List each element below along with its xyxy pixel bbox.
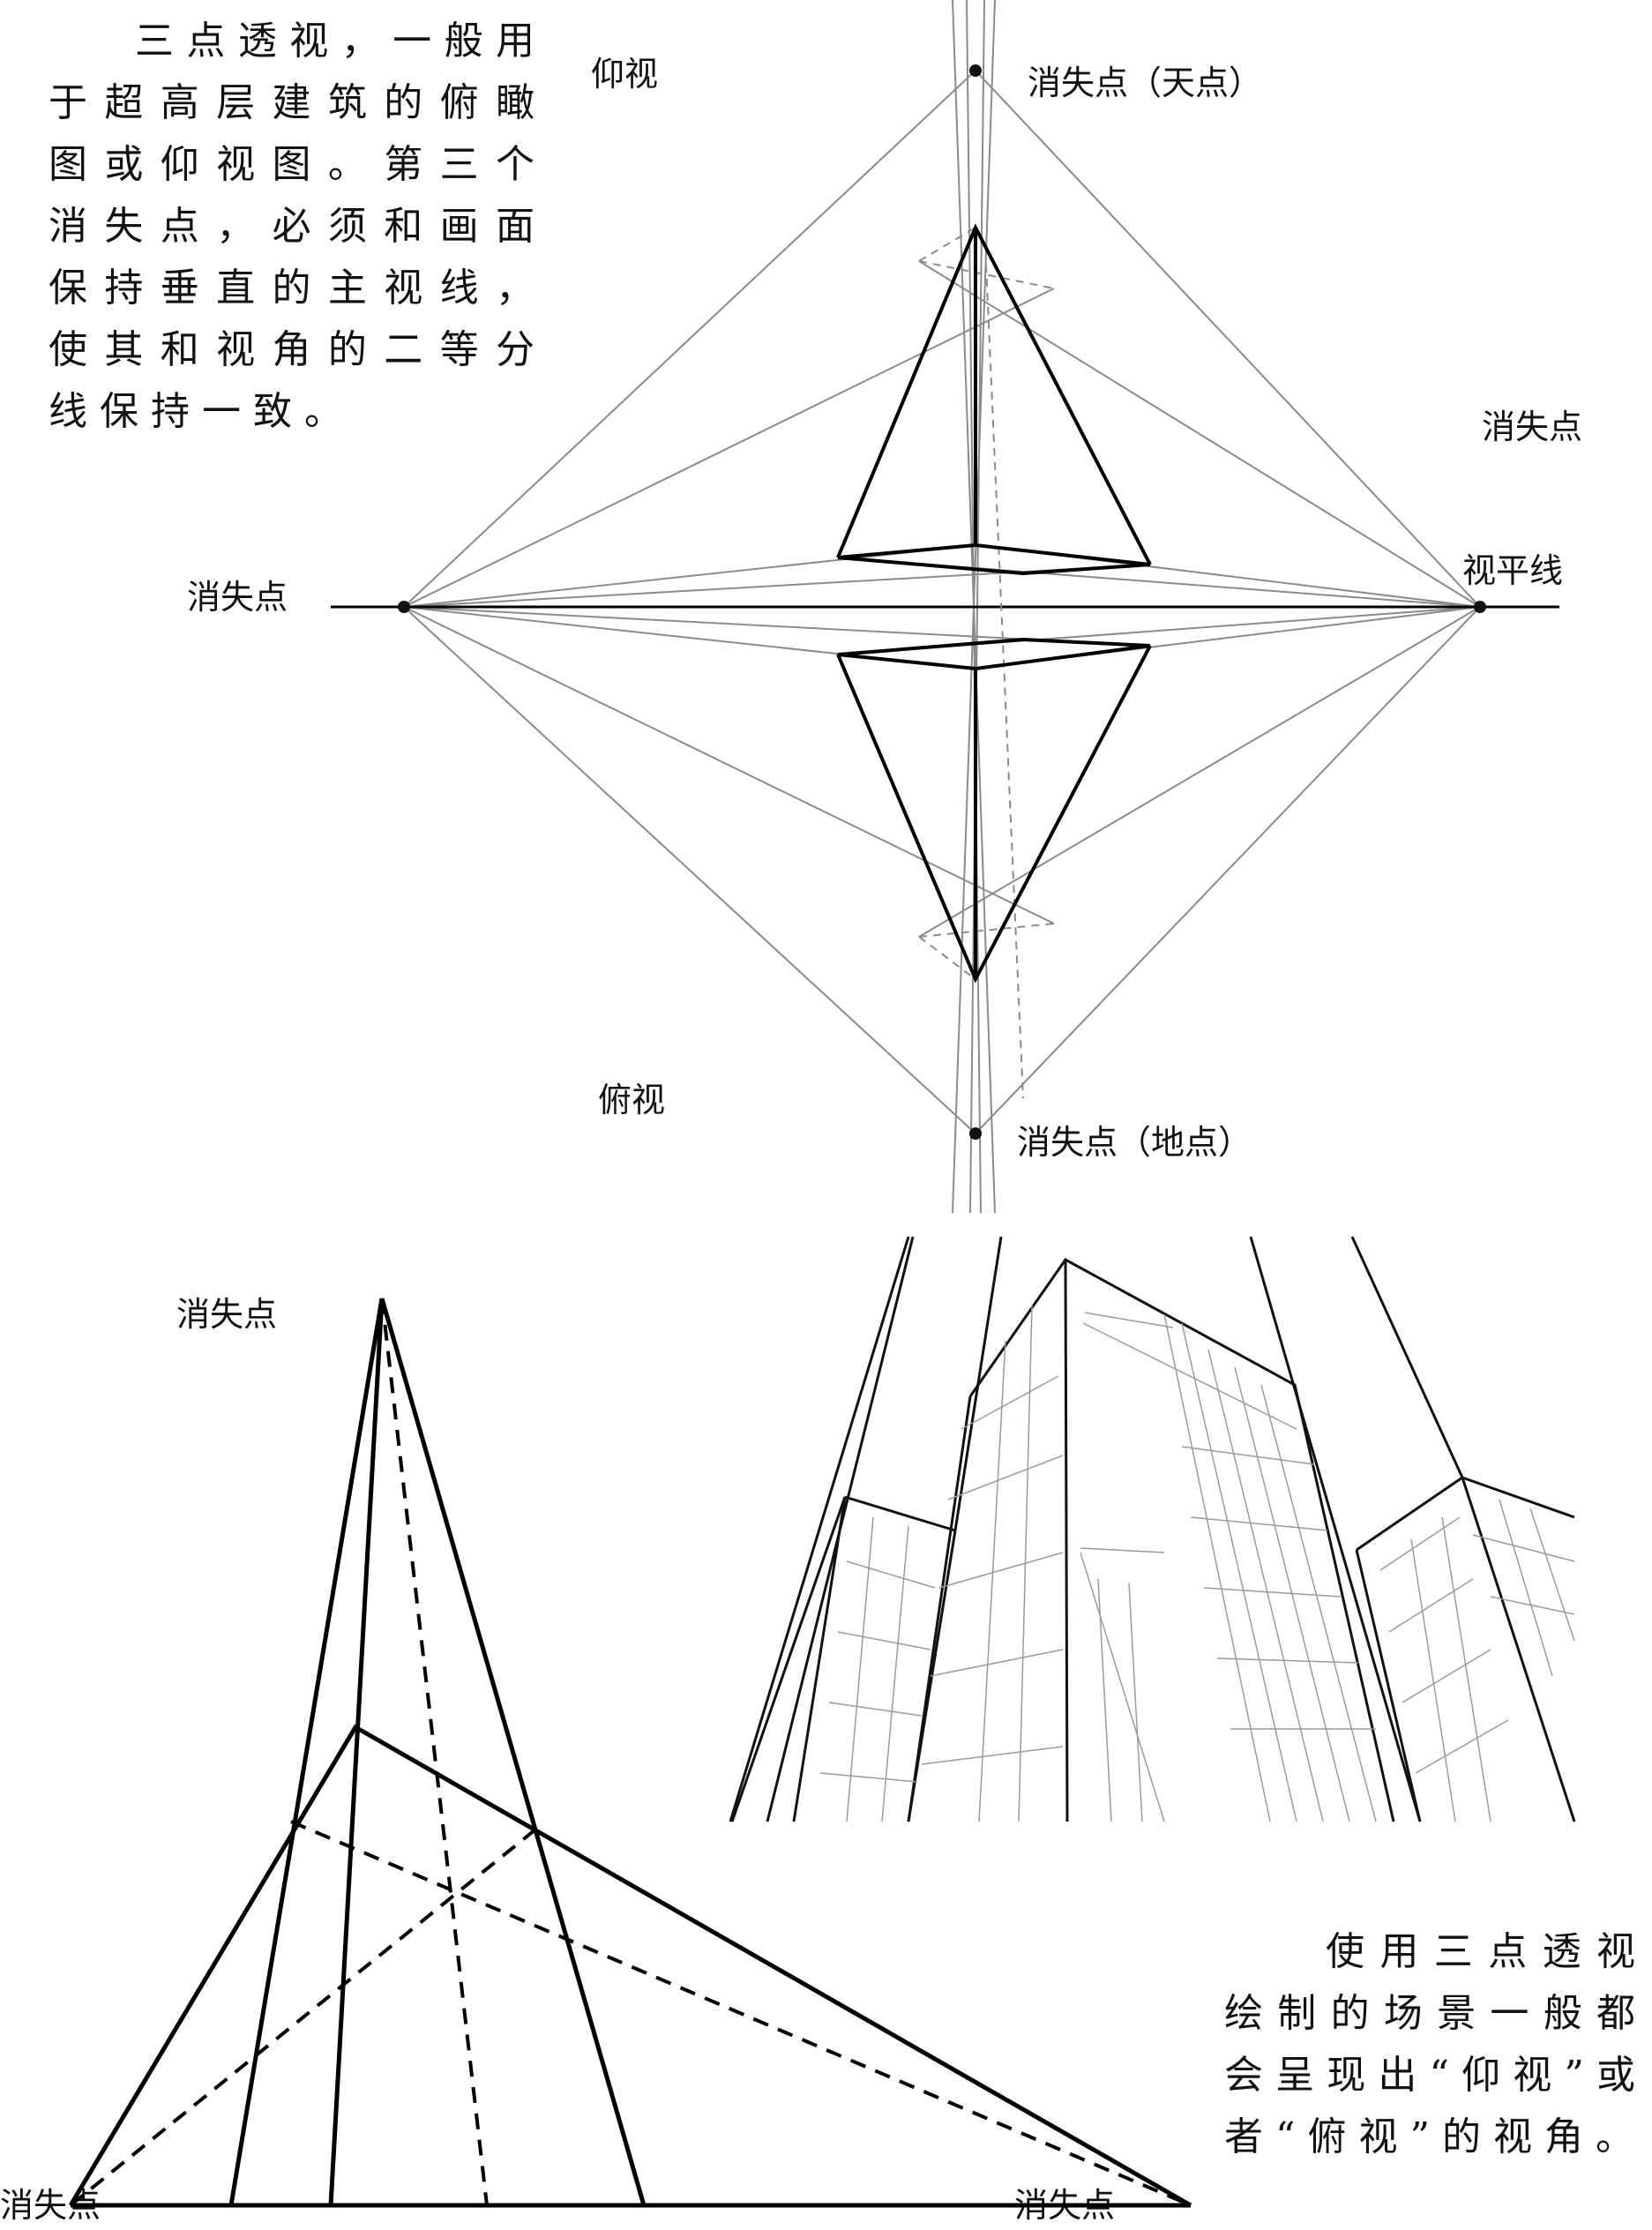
vanishing-point-ground-dot — [969, 1127, 982, 1140]
vanishing-point-sky-dot — [969, 64, 982, 77]
building-sketch — [729, 1236, 1576, 1822]
label-vanishing-point-ground: 消失点（地点） — [1017, 1123, 1252, 1162]
upper-box — [836, 223, 1152, 576]
label-vanishing-point-sky: 消失点（天点） — [1028, 64, 1263, 102]
label-bird-eye-view: 俯视 — [598, 1081, 666, 1119]
label-horizon-line: 视平线 — [1462, 551, 1564, 590]
vanishing-point-left-dot — [398, 601, 410, 613]
building-outlines — [729, 1236, 1576, 1822]
label-vanishing-point-right: 消失点 — [1482, 408, 1583, 446]
intro-paragraph: 三点透视，一般用于超高层建筑的俯瞰图或仰视图。第三个消失点，必须和画面保持垂直的… — [49, 19, 547, 434]
label-worm-eye-view: 仰视 — [591, 55, 659, 94]
conclusion-paragraph: 使用三点透视绘制的场景一般都会呈现出“仰视”或者“俯视”的视角。 — [1224, 1929, 1648, 2159]
bottom-perspective-diagram — [68, 1298, 1192, 2208]
dashed-edges — [69, 1298, 1192, 2207]
label-vanishing-point-left: 消失点 — [187, 578, 288, 617]
label-vanishing-point-top: 消失点 — [176, 1295, 278, 1334]
hidden-edges — [918, 227, 1055, 1099]
top-perspective-diagram — [331, 0, 1559, 1214]
construction-lines — [403, 70, 1481, 1134]
vanishing-point-right-dot — [1474, 601, 1486, 613]
window-grids — [819, 1305, 1575, 1822]
lower-box — [836, 637, 1152, 984]
